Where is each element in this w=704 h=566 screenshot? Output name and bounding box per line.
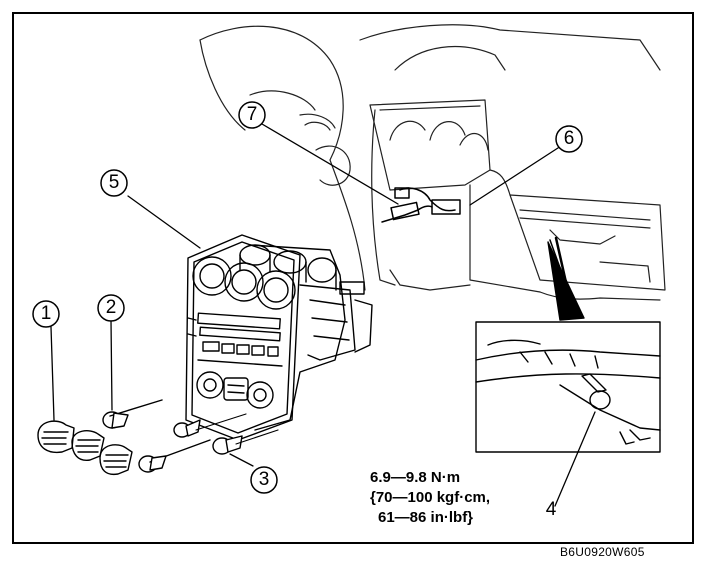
callout-1: 1 [40, 303, 52, 324]
assembly-guide-lines [195, 413, 279, 445]
callout-3: 3 [258, 469, 270, 490]
wiring-connectors [381, 187, 461, 223]
mounting-screws [102, 399, 243, 473]
dashboard-outline [199, 24, 666, 301]
callout-7: 7 [246, 104, 258, 125]
leader-lines [50, 123, 596, 507]
torque-spec-line2: {70—100 kgf·cm, [370, 489, 491, 506]
diagram-frame [12, 12, 694, 544]
retaining-clips [37, 420, 133, 476]
callout-circles [32, 101, 583, 494]
detail-inset [475, 236, 661, 453]
callout-5: 5 [108, 172, 120, 193]
climate-control-panel [185, 234, 373, 441]
torque-spec-line3: 61—86 in·lbf} [378, 509, 474, 526]
callout-6: 6 [563, 128, 575, 149]
callout-2: 2 [105, 297, 117, 318]
figure-code: B6U0920W605 [560, 545, 645, 559]
torque-spec-line1: 6.9—9.8 N·m [370, 469, 461, 486]
callout-4: 4 [545, 499, 557, 520]
